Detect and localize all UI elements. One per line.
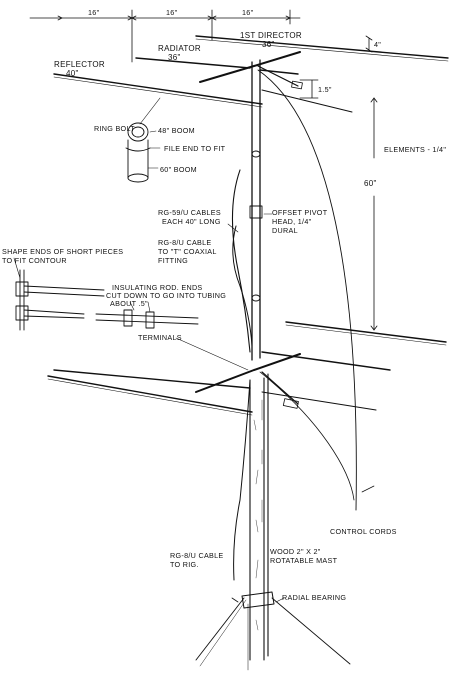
top-dimension-line	[29, 9, 301, 63]
mast-label-line1: WOOD 2" X 2"	[270, 547, 321, 556]
insulating-rod-detail	[95, 301, 199, 329]
rg8-label-line3: FITTING	[158, 256, 188, 265]
rg8-rig-label-line2: TO RIG.	[170, 560, 199, 569]
ring-bolt-label: RING BOLT	[94, 124, 135, 133]
rg59-label-line1: RG-59/U CABLES	[158, 208, 221, 217]
shape-ends-label-line2: TO FIT CONTOUR	[2, 256, 67, 265]
rg8-rig-label-line1: RG-8/U CABLE	[170, 551, 224, 560]
radiator-label: RADIATOR	[158, 44, 201, 53]
stack-spacing-line	[370, 97, 378, 331]
upper-array	[53, 35, 449, 113]
small-offset-dimension: 4"	[374, 40, 381, 49]
ring-bolt-detail	[125, 97, 161, 183]
terminals-leader	[175, 337, 249, 371]
rg59-label-line2: EACH 40" LONG	[162, 217, 221, 226]
radial-bearing	[195, 591, 351, 671]
director-length: 36"	[262, 40, 275, 49]
mast	[249, 59, 269, 661]
reflector-label: REFLECTOR	[54, 60, 105, 69]
terminals-label: TERMINALS	[138, 333, 182, 342]
file-end-label: FILE END TO FIT	[164, 144, 226, 153]
first-director-label: 1ST DIRECTOR	[240, 31, 302, 40]
insulating-label-line3: ABOUT .5"	[110, 299, 148, 308]
boom-60-label: 60" BOOM	[160, 165, 197, 174]
control-cords-label: CONTROL CORDS	[330, 527, 397, 536]
mast-label-line2: ROTATABLE MAST	[270, 556, 338, 565]
top-spacing-2: 16"	[166, 8, 178, 17]
radial-bearing-label: RADIAL BEARING	[282, 593, 346, 602]
rg8-label-line1: RG-8/U CABLE	[158, 238, 212, 247]
offset-label-line1: OFFSET PIVOT	[272, 208, 328, 217]
offset-label-line3: DURAL	[272, 226, 298, 235]
shape-ends-label-line1: SHAPE ENDS OF SHORT PIECES	[2, 247, 123, 256]
rg8-label-line2: TO "T" COAXIAL	[158, 247, 217, 256]
insulating-label-line1: INSULATING ROD. ENDS	[112, 283, 203, 292]
reflector-length: 40"	[66, 69, 79, 78]
boom-48-label: 48" BOOM	[158, 126, 195, 135]
top-spacing-3: 16"	[242, 8, 254, 17]
insulating-label-line2: CUT DOWN TO GO INTO TUBING	[106, 291, 226, 300]
elements-label: ELEMENTS - 1/4"	[384, 145, 446, 154]
radiator-length: 36"	[168, 53, 181, 62]
top-spacing-1: 16"	[88, 8, 100, 17]
stack-spacing-dimension: 60"	[364, 179, 377, 188]
shape-ends-detail	[13, 257, 105, 331]
lower-array	[47, 321, 447, 416]
boom-offset-dimension: 1.5"	[318, 85, 332, 94]
pivot-head-and-cables	[227, 69, 375, 581]
offset-label-line2: HEAD, 1/4"	[272, 217, 312, 226]
